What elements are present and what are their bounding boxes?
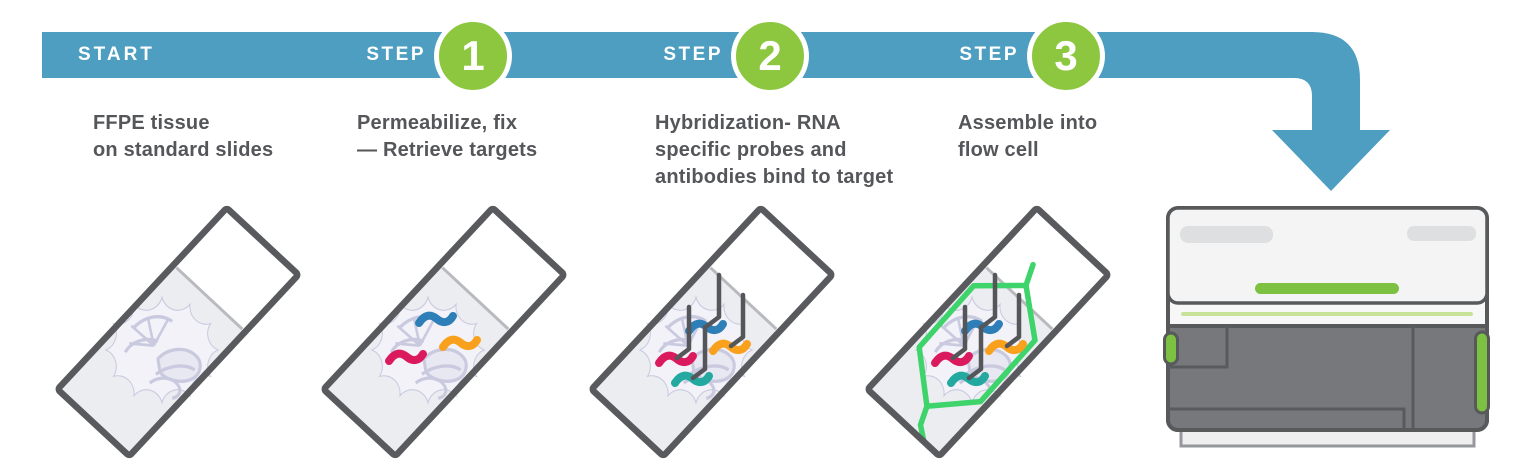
lid-vent-right: [1407, 226, 1476, 241]
caption-step2-line2: specific probes and: [655, 139, 847, 161]
instrument-lower-deck: [1166, 324, 1489, 432]
ffpe-tissue-slide-icon: [55, 205, 301, 459]
caption-step2-line1: Hybridization- RNA: [655, 112, 841, 134]
slide-label-divider: [441, 266, 510, 331]
slide-label-area: [441, 212, 560, 330]
hybridized-slide-icon: [589, 205, 835, 459]
caption-step3-line2: flow cell: [958, 139, 1039, 161]
rna-target-crimson: [389, 354, 423, 361]
slide-border: [55, 205, 301, 459]
caption-step2-line3: antibodies bind to target: [655, 166, 894, 188]
lid-vent-left: [1180, 226, 1273, 243]
lid-status-bar: [1255, 283, 1399, 294]
deck-panel-line: [1168, 407, 1406, 430]
slide-label-divider: [175, 266, 244, 331]
rna-target-blue: [419, 316, 453, 323]
caption-step2: Hybridization- RNA specific probes and a…: [655, 110, 893, 191]
step3-number: 3: [1054, 32, 1078, 79]
slide-label-area: [709, 212, 828, 330]
start-label: START: [78, 44, 155, 65]
flow-cell-slot-line: [1181, 312, 1473, 316]
sequencing-instrument-icon: [1163, 206, 1490, 448]
caption-start: FFPE tissue on standard slides: [93, 110, 273, 164]
slide-border: [865, 205, 1111, 459]
permeabilized-slide-icon: [321, 205, 567, 459]
caption-start-line1: FFPE tissue: [93, 112, 210, 134]
caption-step3-line1: Assemble into: [958, 112, 1098, 134]
caption-step1-line2: — Retrieve targets: [357, 139, 538, 161]
slide-border: [321, 205, 567, 459]
deck-panel-line: [1168, 326, 1229, 369]
step1-number: 1: [461, 32, 485, 79]
step1-label: STEP: [366, 44, 426, 65]
caption-step3: Assemble into flow cell: [958, 110, 1097, 164]
step2-circle: 2: [731, 17, 809, 95]
right-clamp-icon: [1474, 330, 1490, 415]
step3-label: STEP: [959, 44, 1019, 65]
left-clamp-icon: [1163, 331, 1179, 366]
rna-target-orange: [443, 340, 477, 347]
caption-step1: Permeabilize, fix — Retrieve targets: [357, 110, 537, 164]
slide-label-area: [985, 212, 1104, 330]
step2-number: 2: [758, 32, 782, 79]
flow-cell-gasket-icon: [916, 261, 1038, 445]
slide-label-area: [175, 212, 294, 330]
step1-circle: 1: [434, 17, 512, 95]
flow-cell-assembled-slide-icon: [865, 205, 1111, 459]
slide-border: [589, 205, 835, 459]
caption-step1-line1: Permeabilize, fix: [357, 112, 518, 134]
step2-label: STEP: [663, 44, 723, 65]
step3-circle: 3: [1027, 17, 1105, 95]
caption-start-line2: on standard slides: [93, 139, 274, 161]
